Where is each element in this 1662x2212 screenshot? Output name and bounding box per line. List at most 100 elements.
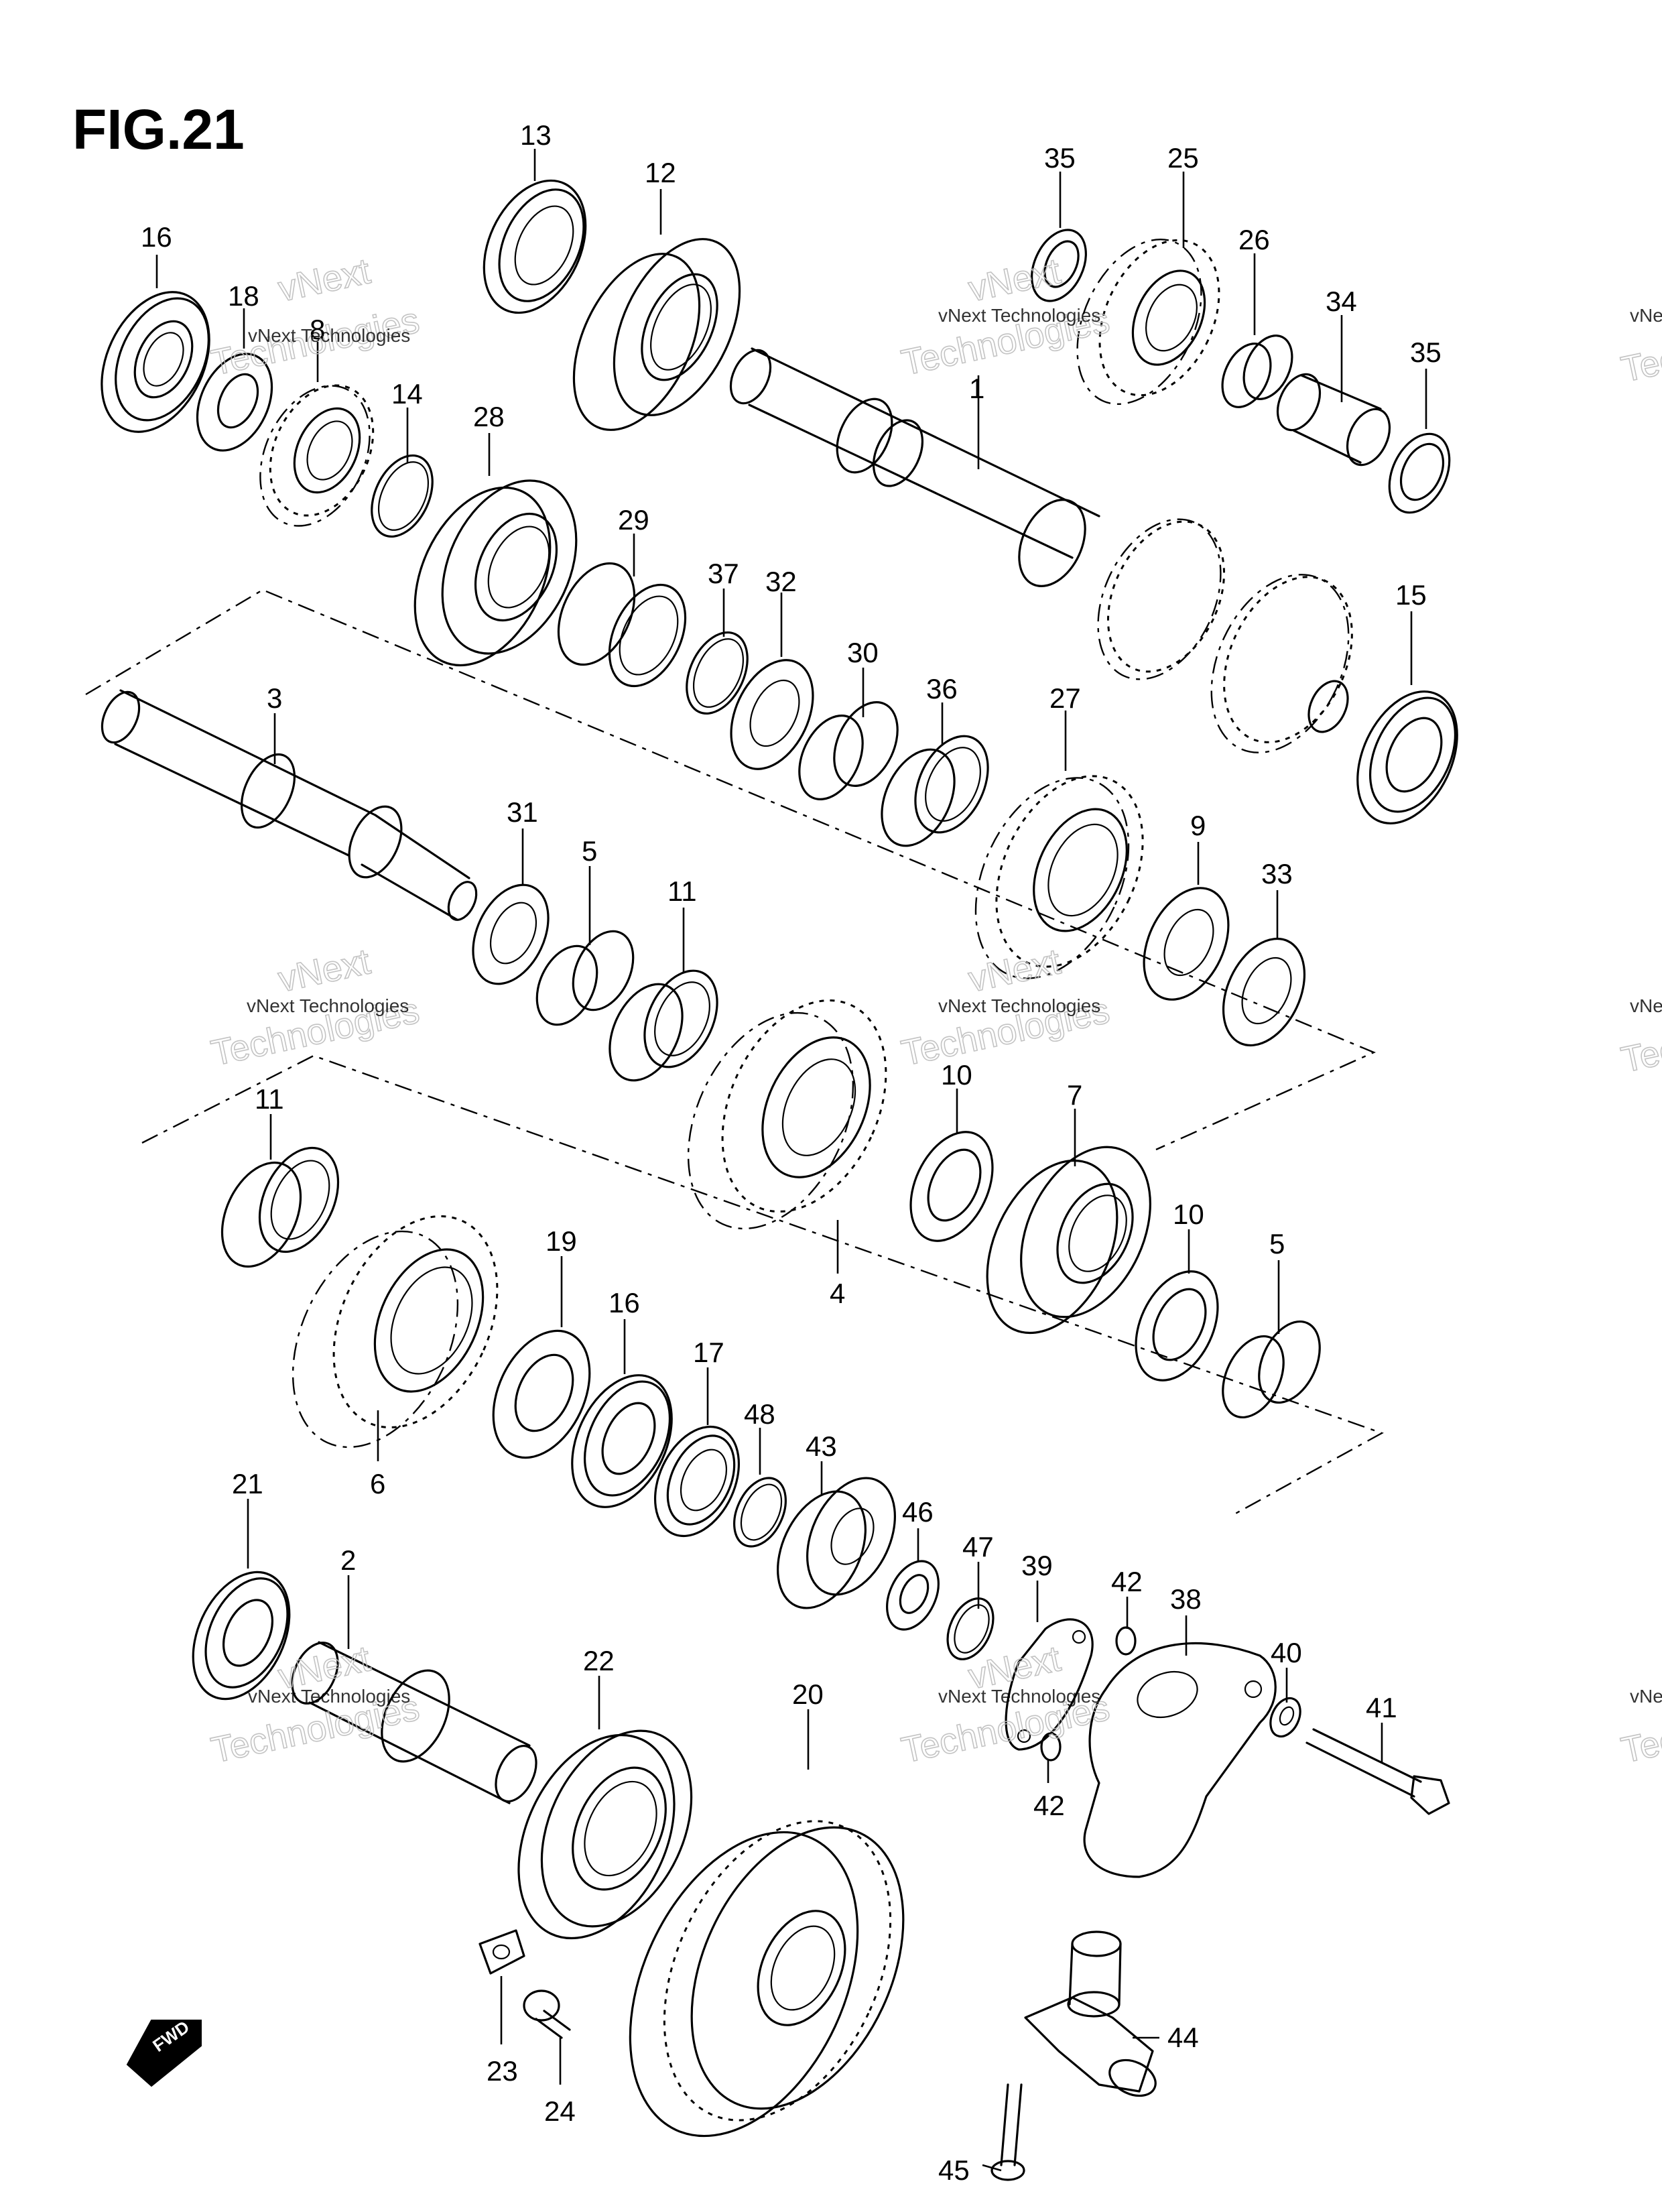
callout-16-lower: 16	[609, 1287, 640, 1318]
part-7-gear[interactable]	[962, 1126, 1176, 1353]
part-32-lock-washer[interactable]	[715, 647, 830, 782]
callout-10-upper: 10	[941, 1059, 972, 1091]
callout-27: 27	[1049, 682, 1081, 714]
watermark-4: vNext Technologies	[938, 995, 1100, 1016]
part-30-bush[interactable]	[787, 692, 910, 809]
part-33-washer[interactable]	[1208, 926, 1321, 1058]
part-18-washer[interactable]	[183, 342, 287, 463]
leader-lines	[155, 149, 1427, 2172]
part-48-circlip[interactable]	[724, 1470, 795, 1555]
callout-15: 15	[1395, 579, 1427, 611]
callout-21: 21	[232, 1468, 263, 1499]
callout-5-upper: 5	[582, 835, 597, 867]
callout-13: 13	[520, 119, 552, 151]
watermark-2: vNext Technologies	[938, 305, 1100, 326]
part-8-gear[interactable]	[239, 368, 393, 544]
callout-22: 22	[583, 1645, 615, 1676]
part-14-circlip[interactable]	[360, 446, 445, 546]
part-10-washer-upper[interactable]	[895, 1119, 1009, 1254]
callout-25: 25	[1167, 142, 1199, 174]
part-1-countershaft[interactable]	[723, 344, 1377, 775]
part-16-bearing-lower[interactable]	[552, 1359, 692, 1523]
part-42-dowel-pin-upper[interactable]	[1115, 1626, 1137, 1656]
callout-11-lower: 11	[255, 1083, 284, 1115]
callout-46: 46	[902, 1496, 934, 1528]
part-5-bush-lower[interactable]	[1211, 1312, 1332, 1427]
part-20-gear[interactable]	[585, 1785, 946, 2172]
watermark-edge-2: vNe	[1630, 995, 1662, 1016]
callout-34: 34	[1326, 286, 1357, 317]
part-34-spacer[interactable]	[1269, 367, 1398, 471]
part-16-bearing[interactable]	[80, 275, 230, 449]
callout-32: 32	[765, 566, 797, 597]
part-27-gear[interactable]	[946, 753, 1171, 1003]
part-10-washer-lower[interactable]	[1120, 1258, 1234, 1394]
callout-36: 36	[926, 673, 958, 704]
callout-28: 28	[473, 401, 505, 432]
part-36-needle-bearing[interactable]	[867, 725, 1002, 857]
part-5-bush-upper[interactable]	[525, 922, 645, 1034]
callout-29: 29	[618, 504, 649, 536]
part-46-washer[interactable]	[877, 1553, 948, 1638]
part-26-bush[interactable]	[1213, 328, 1301, 415]
part-35-washer-right[interactable]	[1378, 424, 1462, 522]
part-35-washer-top[interactable]	[1021, 221, 1097, 310]
part-25-gear[interactable]	[1053, 220, 1242, 424]
watermark-3: vNext Technologies	[247, 995, 409, 1016]
part-6-gear[interactable]	[260, 1190, 529, 1473]
callout-16: 16	[141, 221, 172, 253]
part-11-needle-bearing-lower[interactable]	[206, 1135, 354, 1280]
part-45-bolt[interactable]	[990, 2083, 1025, 2181]
part-21-bearing[interactable]	[174, 1556, 309, 1714]
part-13-oil-seal[interactable]	[464, 164, 605, 329]
part-4-gear[interactable]	[655, 974, 917, 1255]
part-17-oil-seal[interactable]	[639, 1413, 755, 1549]
callout-labels: 16 18 8 14 13 12 1 35 25 26 34 35 15 28 …	[141, 119, 1442, 2186]
part-39-gasket[interactable]	[1005, 1618, 1094, 1751]
part-44-speed-sensor[interactable]	[1024, 1930, 1161, 2103]
part-37-circlip[interactable]	[675, 623, 760, 723]
callout-45: 45	[938, 2154, 970, 2186]
callout-38: 38	[1170, 1583, 1202, 1615]
callout-19: 19	[546, 1225, 577, 1257]
part-31-lock-washer[interactable]	[458, 873, 564, 996]
part-38-sensor-housing[interactable]	[1083, 1642, 1277, 1878]
part-43-sprocket[interactable]	[761, 1464, 913, 1622]
part-24-screw[interactable]	[523, 1989, 571, 2039]
callout-18: 18	[228, 280, 259, 312]
watermark-big-vnext-4: vNext	[965, 941, 1064, 999]
part-15-bearing[interactable]	[1338, 676, 1477, 839]
fwd-badge: FWD	[126, 2016, 202, 2087]
callout-30: 30	[847, 637, 879, 668]
part-19-washer[interactable]	[474, 1315, 609, 1473]
callout-42-upper: 42	[1111, 1566, 1143, 1597]
callout-23: 23	[487, 2055, 518, 2087]
watermark-edge-big-2: Tec	[1618, 1030, 1662, 1081]
fwd-arrow-icon	[126, 2020, 202, 2087]
part-28-gear[interactable]	[388, 459, 602, 687]
part-23-plate[interactable]	[478, 1929, 525, 1975]
callout-24: 24	[544, 2095, 576, 2127]
callout-1: 1	[969, 373, 984, 404]
part-12-bearing[interactable]	[548, 219, 765, 449]
part-41-bolt[interactable]	[1305, 1728, 1450, 1815]
callout-42-lower: 42	[1033, 1790, 1065, 1821]
part-29-needle-bearing[interactable]	[544, 551, 700, 698]
callout-43: 43	[806, 1430, 837, 1462]
watermark-edge-1: vNe	[1630, 305, 1662, 326]
callout-35-right: 35	[1410, 336, 1442, 368]
callout-37: 37	[708, 558, 739, 589]
part-9-lock-washer[interactable]	[1127, 875, 1245, 1013]
part-42-dowel-pin-lower[interactable]	[1040, 1732, 1062, 1762]
callout-14: 14	[391, 378, 423, 410]
callout-6: 6	[370, 1468, 385, 1499]
watermark-edge-big-3: Tec	[1618, 1720, 1662, 1771]
part-22-bearing[interactable]	[488, 1707, 721, 1963]
callout-3: 3	[267, 682, 282, 714]
part-40-washer[interactable]	[1265, 1693, 1306, 1741]
part-3-driveshaft[interactable]	[94, 686, 482, 924]
part-2-shaft[interactable]	[283, 1636, 545, 1808]
part-11-needle-bearing-upper[interactable]	[595, 959, 731, 1092]
part-47-circlip[interactable]	[939, 1591, 1003, 1666]
callout-35-top: 35	[1044, 142, 1076, 174]
